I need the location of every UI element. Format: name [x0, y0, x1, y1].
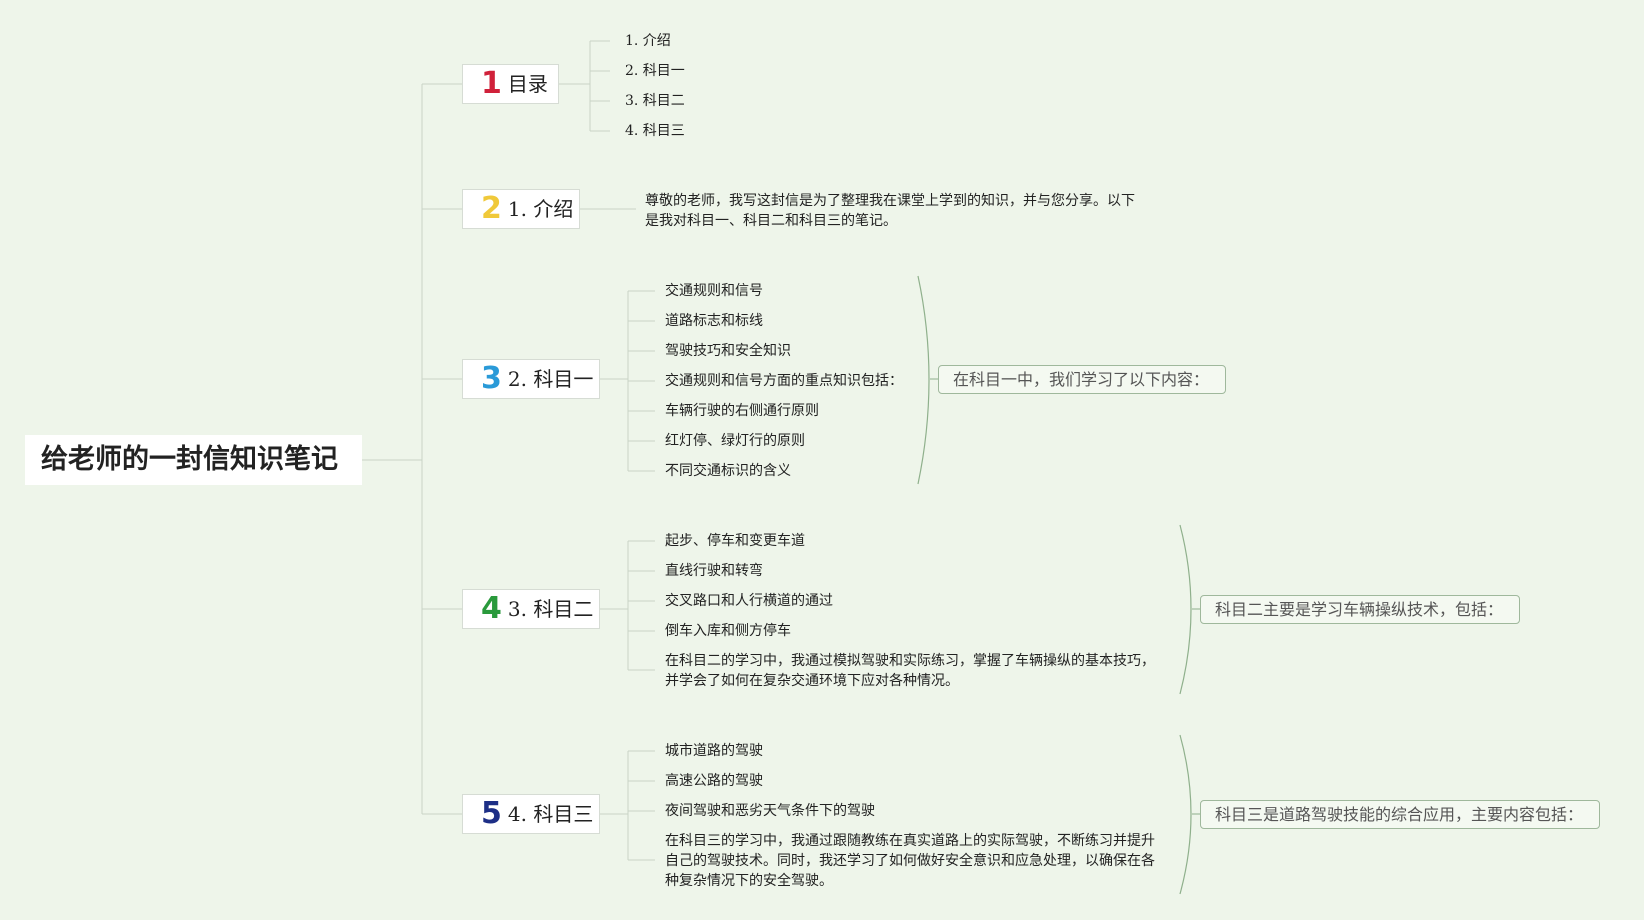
- branch-subject-one[interactable]: 3 2. 科目一: [462, 359, 600, 399]
- root-title[interactable]: 给老师的一封信知识笔记: [25, 435, 362, 485]
- intro-paragraph[interactable]: 尊敬的老师，我写这封信是为了整理我在课堂上学到的知识，并与您分享。以下是我对科目…: [645, 193, 1135, 229]
- toc-item[interactable]: 4. 科目三: [625, 123, 685, 139]
- subject-one-summary[interactable]: 在科目一中，我们学习了以下内容：: [938, 365, 1226, 394]
- subject-three-item[interactable]: 夜间驾驶和恶劣天气条件下的驾驶: [665, 803, 875, 819]
- branch-subject-two[interactable]: 4 3. 科目二: [462, 589, 600, 629]
- branch-label: 1. 介绍: [507, 197, 574, 221]
- branch-number-1: 1: [481, 66, 502, 101]
- subject-two-item[interactable]: 在科目二的学习中，我通过模拟驾驶和实际练习，掌握了车辆操纵的基本技巧，并学会了如…: [665, 653, 1155, 689]
- subject-two-item[interactable]: 倒车入库和侧方停车: [665, 623, 791, 639]
- branch-label: 目录: [507, 72, 548, 96]
- subject-two-summary[interactable]: 科目二主要是学习车辆操纵技术，包括：: [1200, 595, 1520, 624]
- summary-brace: [1179, 524, 1192, 695]
- branch-label: 3. 科目二: [507, 597, 594, 621]
- branch-number-3: 3: [481, 361, 502, 396]
- subject-one-item[interactable]: 驾驶技巧和安全知识: [665, 343, 791, 359]
- branch-toc[interactable]: 1 目录: [462, 64, 559, 104]
- toc-item[interactable]: 2. 科目一: [625, 63, 685, 79]
- subject-one-item[interactable]: 交通规则和信号方面的重点知识包括：: [665, 373, 903, 389]
- subject-one-item[interactable]: 车辆行驶的右侧通行原则: [665, 403, 819, 419]
- subject-three-summary[interactable]: 科目三是道路驾驶技能的综合应用，主要内容包括：: [1200, 800, 1600, 829]
- subject-one-item[interactable]: 交通规则和信号: [665, 283, 763, 299]
- summary-brace: [1179, 734, 1192, 895]
- branch-label: 2. 科目一: [507, 367, 594, 391]
- subject-one-item[interactable]: 不同交通标识的含义: [665, 463, 791, 479]
- subject-two-item[interactable]: 直线行驶和转弯: [665, 563, 763, 579]
- branch-number-5: 5: [481, 796, 502, 831]
- branch-intro[interactable]: 2 1. 介绍: [462, 189, 580, 229]
- subject-two-item[interactable]: 起步、停车和变更车道: [665, 533, 805, 549]
- subject-one-item[interactable]: 红灯停、绿灯行的原则: [665, 433, 805, 449]
- toc-item[interactable]: 1. 介绍: [625, 33, 671, 49]
- summary-brace: [917, 275, 930, 485]
- subject-three-item[interactable]: 城市道路的驾驶: [665, 743, 763, 759]
- subject-three-item[interactable]: 高速公路的驾驶: [665, 773, 763, 789]
- branch-number-2: 2: [481, 191, 502, 226]
- toc-item[interactable]: 3. 科目二: [625, 93, 685, 109]
- subject-two-item[interactable]: 交叉路口和人行横道的通过: [665, 593, 833, 609]
- branch-label: 4. 科目三: [507, 802, 594, 826]
- subject-one-item[interactable]: 道路标志和标线: [665, 313, 763, 329]
- subject-three-item[interactable]: 在科目三的学习中，我通过跟随教练在真实道路上的实际驾驶，不断练习并提升自己的驾驶…: [665, 833, 1155, 889]
- branch-number-4: 4: [481, 591, 502, 626]
- branch-subject-three[interactable]: 5 4. 科目三: [462, 794, 600, 834]
